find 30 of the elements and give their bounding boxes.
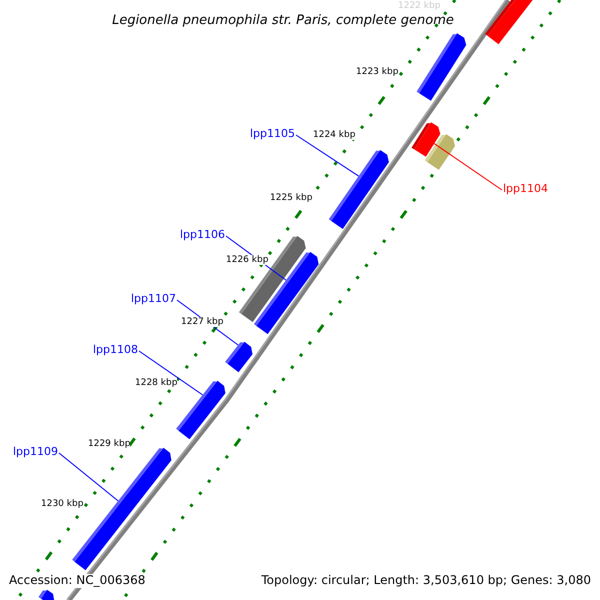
gene-feature [412,122,440,157]
leader-line [58,452,119,502]
gene-feature [254,252,319,334]
gene-feature [485,0,532,44]
gene-feature [424,134,455,170]
scale-label: 1228 kbp [135,378,178,388]
scale-label: 1230 kbp [41,499,84,510]
gene-label: lpp1105 [250,128,296,141]
leader-line [434,143,502,190]
scale-label: 1226 kbp [226,255,268,266]
gene-feature [176,380,226,440]
scale-label: 1227 kbp [181,317,224,328]
gene-label: lpp1109 [13,446,58,459]
gene-label: lpp1108 [93,344,138,357]
gene-feature [328,150,389,229]
gene-label: lpp1107 [131,293,176,306]
gene-label: lpp1106 [180,229,226,242]
scale-label: 1229 kbp [88,439,130,450]
scale-label: 1225 kbp [270,193,312,204]
footer-text: Accession: NC_006368 [9,574,146,588]
gene-feature [38,590,54,600]
leader-line [138,350,204,396]
gene-feature [225,342,252,372]
scale-label: 1223 kbp [356,67,398,78]
gene-label: lpp1104 [503,183,548,196]
scale-label: 1224 kbp [313,130,356,140]
gene-feature [416,33,466,101]
title: Legionella pneumophila str. Paris, complete genome [111,14,455,29]
footer-text: Topology: circular; Length: 3,503,610 bp; Genes: 3,080 [261,574,591,588]
leader-line [296,134,360,177]
